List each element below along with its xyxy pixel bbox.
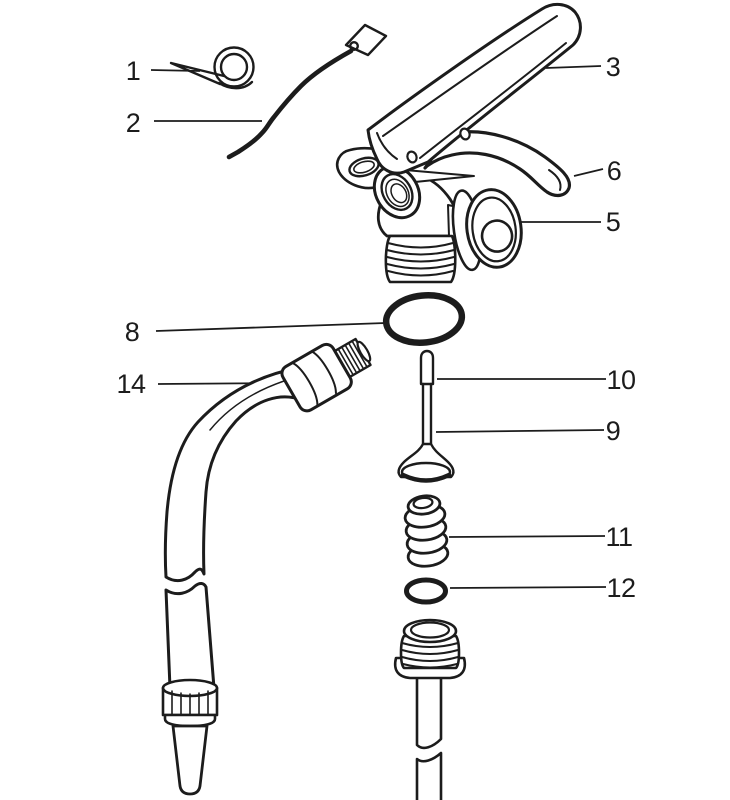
callout-label-9: 9 bbox=[606, 416, 621, 446]
seal-tag-hole bbox=[349, 41, 360, 52]
spring-top-opening bbox=[412, 496, 434, 510]
seal-cord bbox=[226, 48, 354, 160]
leader-12 bbox=[449, 586, 607, 589]
nozzle-collar-lip bbox=[163, 713, 217, 728]
gauge-cap-disc bbox=[451, 188, 523, 272]
safety-pin-drawing bbox=[169, 46, 255, 90]
dip-tube-thread-ridges bbox=[401, 642, 459, 669]
nut-rim-back bbox=[310, 350, 337, 395]
pin-bracket-hole-rim bbox=[353, 160, 375, 174]
callout-label-8: 8 bbox=[125, 317, 140, 347]
dip-tube-lower bbox=[415, 751, 443, 800]
collar-knurls bbox=[171, 690, 209, 716]
callout-label-3: 3 bbox=[606, 52, 621, 82]
leader-9 bbox=[435, 429, 605, 433]
hose-nut-group bbox=[280, 337, 372, 413]
large-o-ring-drawing bbox=[382, 292, 466, 346]
callout-label-14: 14 bbox=[116, 369, 146, 399]
callout-label-5: 5 bbox=[606, 207, 621, 237]
carry-handle bbox=[366, 3, 582, 175]
leader-lines bbox=[150, 65, 607, 589]
leader-3 bbox=[545, 65, 602, 69]
outlet-thread-1 bbox=[385, 178, 410, 208]
dip-tube-drawing bbox=[393, 618, 467, 800]
spring-drawing bbox=[403, 494, 450, 568]
o-ring-12 bbox=[404, 577, 448, 605]
hose-swivel-nut bbox=[280, 342, 353, 413]
small-o-ring-drawing bbox=[404, 577, 448, 605]
hose-thread-lines bbox=[337, 341, 368, 375]
poppet-base-rim bbox=[400, 472, 452, 483]
hinge-rivet bbox=[406, 150, 418, 164]
valve-assembly-drawing bbox=[335, 3, 582, 284]
leader-6 bbox=[573, 168, 604, 177]
nut-rim-front bbox=[292, 362, 319, 406]
leader-11 bbox=[448, 535, 606, 538]
valve-stem-drawing bbox=[397, 349, 455, 483]
leader-8 bbox=[155, 322, 387, 332]
pin-loop-inner bbox=[219, 52, 249, 82]
handle-end-fold bbox=[376, 132, 398, 160]
handle-rivet bbox=[459, 127, 471, 141]
pin-shank bbox=[169, 61, 226, 86]
callout-label-2: 2 bbox=[126, 108, 141, 138]
hose-highlight bbox=[209, 380, 285, 431]
callout-label-11: 11 bbox=[605, 522, 632, 552]
callout-label-12: 12 bbox=[606, 573, 635, 603]
pin-loop-outer bbox=[213, 46, 255, 88]
disc-ring bbox=[471, 196, 517, 263]
hose-lower-band bbox=[164, 582, 216, 690]
seal-tag bbox=[344, 23, 388, 57]
o-ring-8 bbox=[382, 292, 466, 346]
disc-center bbox=[480, 219, 514, 253]
callout-label-10: 10 bbox=[606, 365, 635, 395]
leader-1 bbox=[150, 69, 201, 72]
hose-outlet-port bbox=[372, 164, 422, 220]
seal-wire-drawing bbox=[226, 23, 388, 160]
squeeze-lever-curl bbox=[548, 169, 562, 191]
hose-upper-band bbox=[163, 366, 304, 583]
stem-tip bbox=[419, 349, 435, 386]
handle-crease-top bbox=[382, 15, 558, 137]
hose-thread-tip bbox=[356, 340, 372, 363]
dip-tube-cap-face bbox=[409, 621, 451, 639]
dip-tube-upper bbox=[415, 674, 443, 750]
valve-thread-ridges bbox=[386, 242, 455, 277]
nozzle-tip bbox=[171, 724, 209, 796]
callout-labels: 1 2 3 6 5 8 14 10 9 11 12 bbox=[116, 52, 636, 603]
squeeze-lever bbox=[423, 130, 572, 198]
callout-label-1: 1 bbox=[126, 56, 141, 86]
handle-crease-bottom bbox=[419, 42, 567, 159]
outlet-thread-2 bbox=[390, 183, 408, 204]
hose-drawing bbox=[161, 337, 372, 796]
callout-label-6: 6 bbox=[607, 156, 622, 186]
pin-tail bbox=[217, 80, 254, 90]
